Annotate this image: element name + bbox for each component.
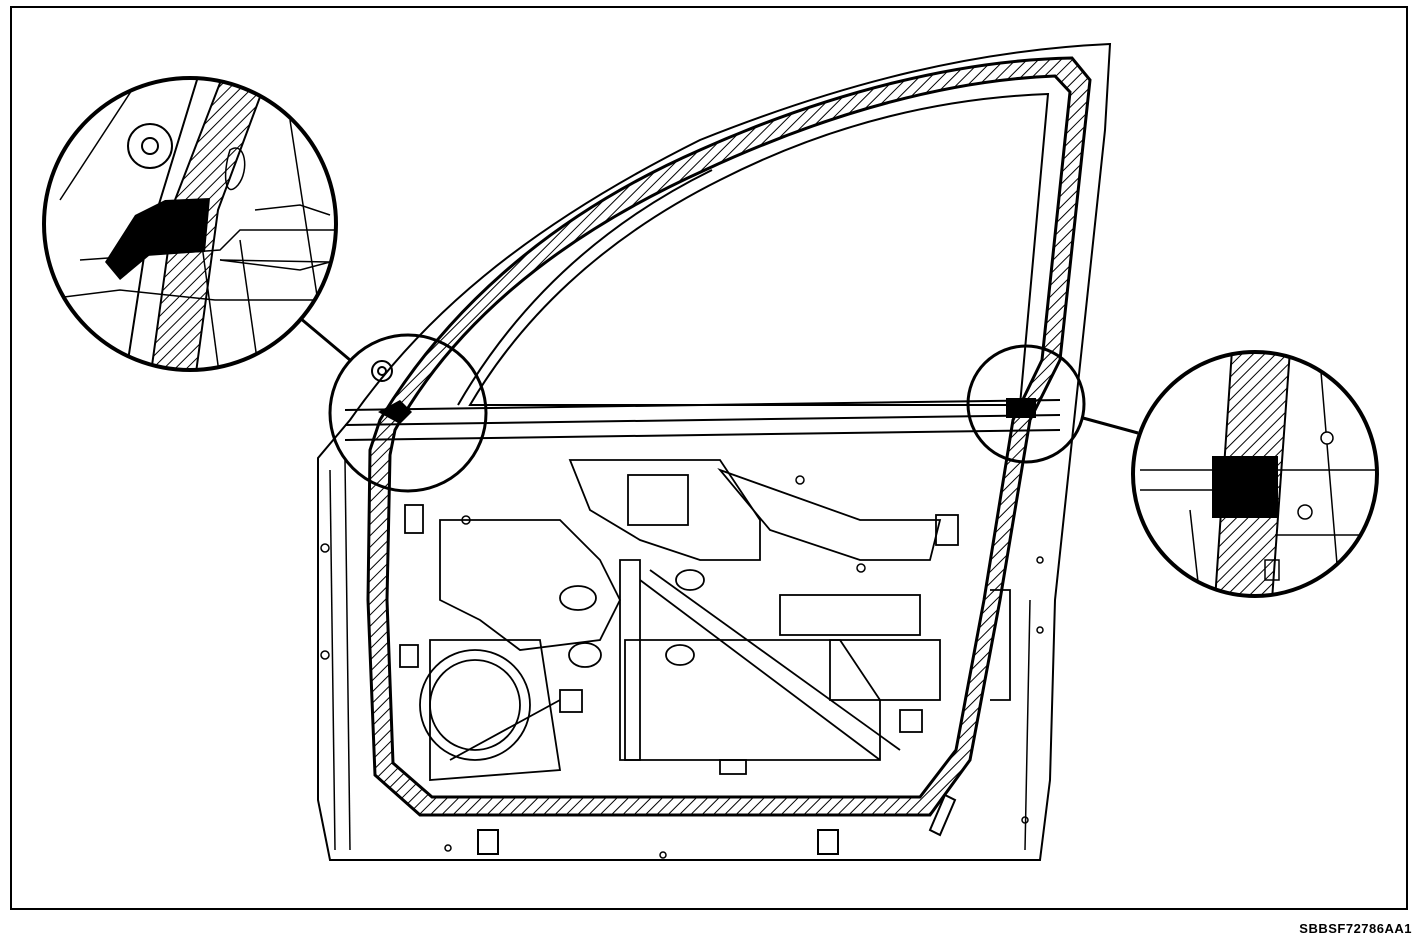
window-opening: [457, 92, 1050, 406]
belt-line-rail: [344, 399, 1061, 441]
leader-lines: [299, 316, 1139, 435]
detail-marker-left: [328, 333, 488, 493]
figure-code: SBBSF72786AA1: [1299, 921, 1412, 936]
mounting-holes: [320, 475, 1044, 859]
inner-panel-parts: [399, 459, 1011, 781]
magnified-detail-left: [42, 76, 338, 372]
bottom-tabs: [477, 793, 957, 855]
detail-marker-right: [966, 344, 1086, 464]
detail-hole-left: [371, 360, 393, 382]
magnified-detail-right: [1131, 350, 1379, 598]
figure-frame: [10, 6, 1408, 910]
door-outer-frame: [317, 42, 1112, 861]
seal-joint-marks: [378, 398, 1036, 424]
